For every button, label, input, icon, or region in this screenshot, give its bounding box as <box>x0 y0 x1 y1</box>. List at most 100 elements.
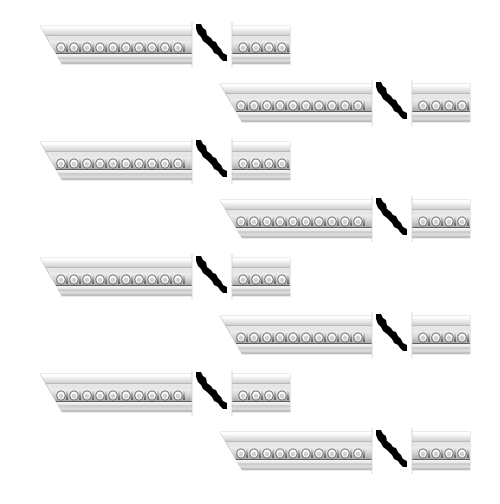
ornament-dart <box>248 391 250 400</box>
ornament-dart <box>285 101 287 110</box>
ornament-dart <box>363 449 365 458</box>
ornament-dart <box>454 217 456 226</box>
ornament-egg-hollow <box>459 103 465 109</box>
ornament-egg-hollow <box>279 161 285 167</box>
ornament-egg-hollow <box>266 161 272 167</box>
ornament-dart <box>248 159 250 168</box>
ornament-dart <box>92 43 94 52</box>
ornament-egg-hollow <box>175 393 181 399</box>
egg-and-dart-ornament <box>56 42 289 53</box>
ornament-dart <box>363 217 365 226</box>
ornament-dart <box>79 391 81 400</box>
cove-band <box>46 384 290 389</box>
ornament-dart <box>246 333 248 342</box>
ornament-dart <box>79 159 81 168</box>
ornament-dart <box>183 391 185 400</box>
ornament-dart <box>261 275 263 284</box>
ornament-egg-hollow <box>253 161 259 167</box>
ornament-dart <box>337 449 339 458</box>
ornament-dart <box>131 391 133 400</box>
ornament-dart <box>467 333 469 342</box>
ornament-dart <box>298 333 300 342</box>
ornament-dart <box>259 217 261 226</box>
ornament-dart <box>246 449 248 458</box>
base-fillet <box>56 170 290 180</box>
ornament-egg-hollow <box>290 335 296 341</box>
base-fillet <box>236 344 470 354</box>
ornament-dart <box>170 159 172 168</box>
base-fillet <box>56 402 290 412</box>
ornament-dart <box>363 101 365 110</box>
ornament-egg-hollow <box>97 161 103 167</box>
ornament-egg-hollow <box>84 161 90 167</box>
ornament-egg-hollow <box>238 335 244 341</box>
ornament-egg-hollow <box>162 45 168 51</box>
ornament-egg-hollow <box>433 335 439 341</box>
ornament-egg-hollow <box>266 277 272 283</box>
ornament-dart <box>298 217 300 226</box>
ornament-egg-hollow <box>136 45 142 51</box>
ornament-dart <box>144 43 146 52</box>
ornament-egg-hollow <box>162 161 168 167</box>
cove-band <box>46 268 290 273</box>
ornament-dart <box>363 333 365 342</box>
ornament-egg-hollow <box>329 335 335 341</box>
ornament-dart <box>246 101 248 110</box>
ornament-dart <box>259 101 261 110</box>
ornament-egg-hollow <box>253 45 259 51</box>
moulding-piece <box>39 254 291 300</box>
ornament-dart <box>105 391 107 400</box>
ornament-dart <box>337 333 339 342</box>
ornament-egg-hollow <box>149 161 155 167</box>
ornament-egg-hollow <box>110 161 116 167</box>
ornament-egg-hollow <box>149 45 155 51</box>
ornament-dart <box>170 391 172 400</box>
ornament-egg-hollow <box>71 393 77 399</box>
ornament-egg-hollow <box>238 219 244 225</box>
ornament-egg-hollow <box>446 335 452 341</box>
ornament-dart <box>157 391 159 400</box>
moulding-piece <box>39 22 291 68</box>
ornament-egg-hollow <box>175 45 181 51</box>
ornament-egg-hollow <box>355 219 361 225</box>
ornament-dart <box>337 101 339 110</box>
ornament-egg-hollow <box>123 393 129 399</box>
moulding-piece <box>219 312 471 358</box>
ornament-egg-hollow <box>342 451 348 457</box>
ornament-dart <box>285 333 287 342</box>
ornament-egg-hollow <box>433 219 439 225</box>
ornament-dart <box>66 391 68 400</box>
moulding-profile-silhouette <box>196 140 227 177</box>
ornament-dart <box>324 333 326 342</box>
ornament-dart <box>118 391 120 400</box>
ornament-egg-hollow <box>149 393 155 399</box>
ornament-dart <box>350 449 352 458</box>
ornament-dart <box>248 43 250 52</box>
ornament-egg-hollow <box>240 277 246 283</box>
egg-and-dart-ornament <box>56 274 289 285</box>
egg-and-dart-ornament <box>236 448 469 459</box>
ornament-egg-hollow <box>420 335 426 341</box>
moulding-profile-silhouette <box>376 82 407 119</box>
ornament-dart <box>261 159 263 168</box>
ornament-egg-hollow <box>71 277 77 283</box>
ornament-dart <box>324 101 326 110</box>
ornament-dart <box>248 275 250 284</box>
ornament-egg-hollow <box>136 161 142 167</box>
ornament-egg-hollow <box>316 103 322 109</box>
ornament-egg-hollow <box>355 451 361 457</box>
ornament-egg-hollow <box>266 393 272 399</box>
ornament-dart <box>261 391 263 400</box>
ornament-egg-hollow <box>266 45 272 51</box>
ornament-egg-hollow <box>303 103 309 109</box>
moulding-piece <box>39 370 291 416</box>
ornament-egg-hollow <box>277 219 283 225</box>
ornament-egg-hollow <box>420 451 426 457</box>
ornament-egg-hollow <box>446 451 452 457</box>
ornament-egg-hollow <box>71 161 77 167</box>
ornament-egg-hollow <box>253 277 259 283</box>
ornament-dart <box>350 217 352 226</box>
ornament-egg-hollow <box>433 451 439 457</box>
